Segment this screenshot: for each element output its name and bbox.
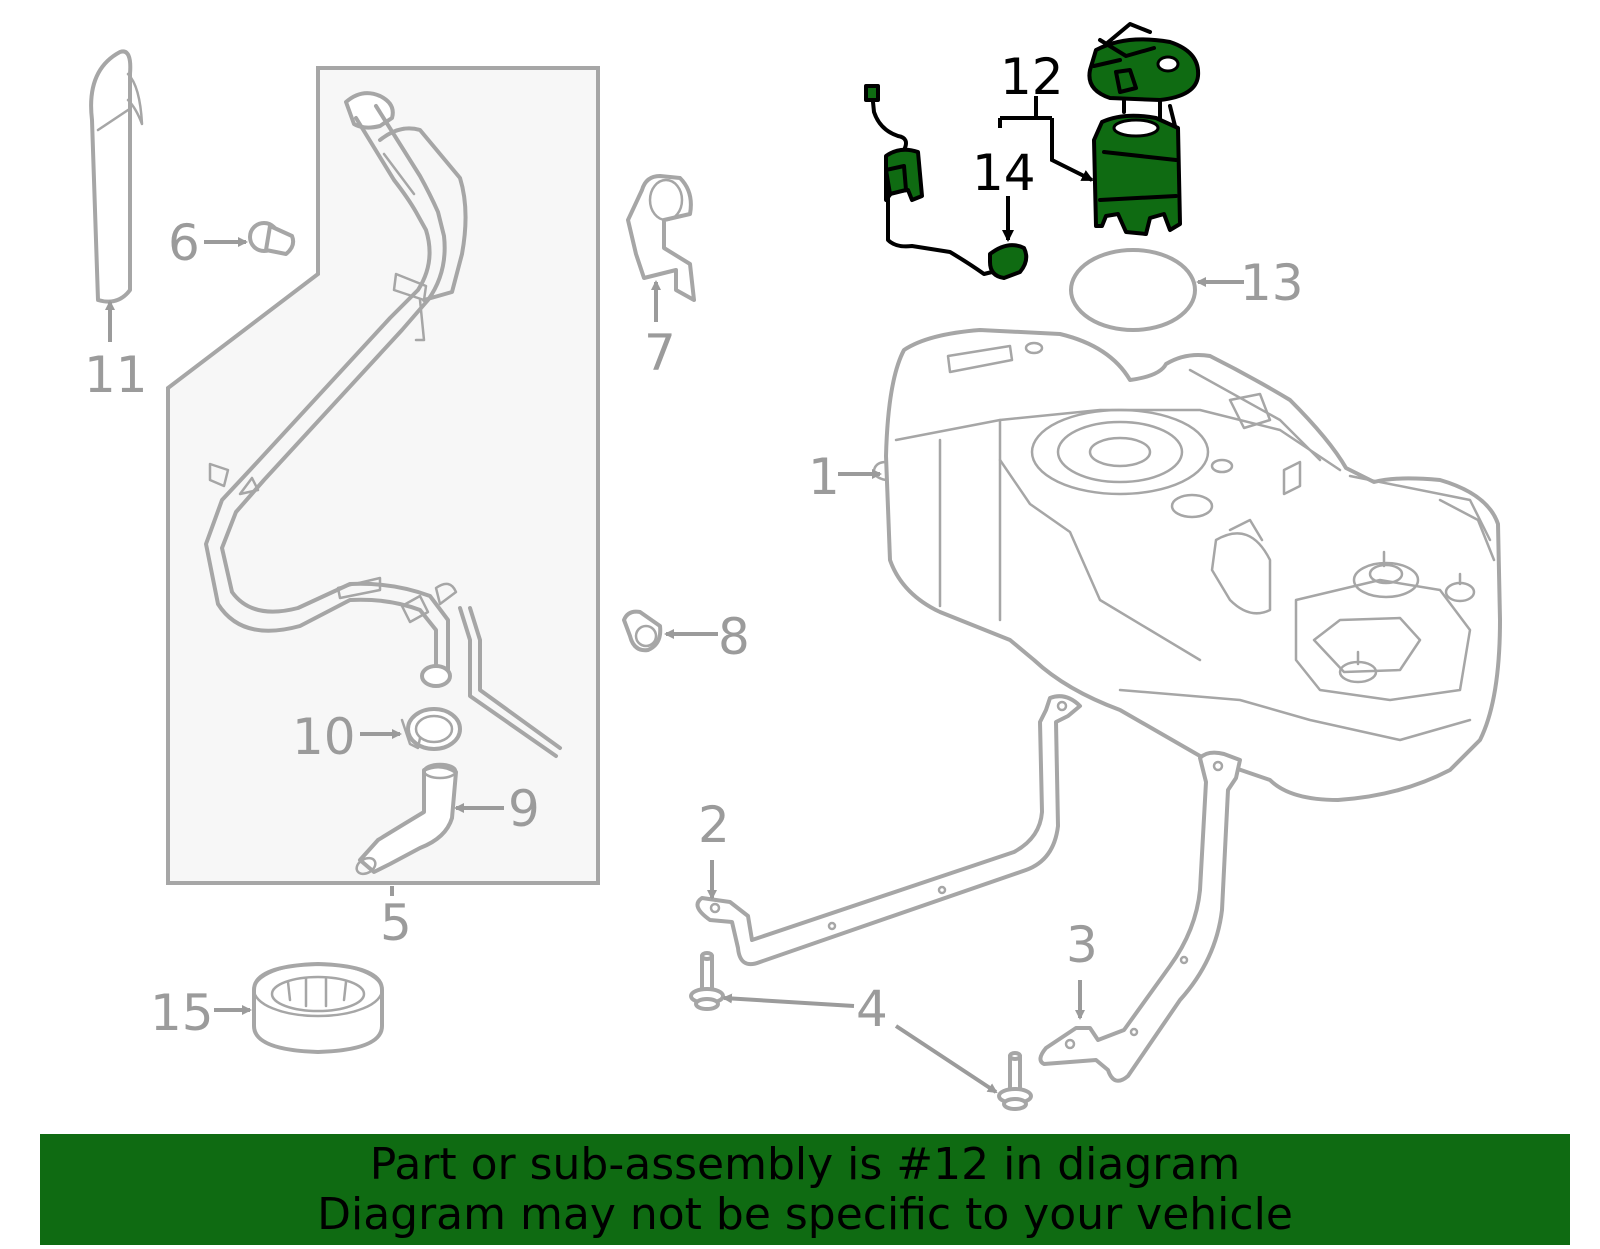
filler-pipe-group-box — [166, 66, 600, 885]
part-15-lock-ring[interactable] — [252, 962, 384, 1054]
part-5-filler-pipe[interactable] — [204, 91, 562, 758]
part-12-pump-module[interactable] — [1087, 22, 1201, 236]
callout-5: 5 — [380, 894, 412, 952]
callout-15: 15 — [150, 984, 214, 1042]
part-6-grommet[interactable] — [248, 221, 296, 256]
part-3-strap-rear[interactable] — [1038, 750, 1242, 1083]
callout-8: 8 — [718, 608, 750, 666]
part-2-strap-front[interactable] — [695, 694, 1082, 967]
callout-2: 2 — [698, 796, 730, 854]
part-7-bracket[interactable] — [626, 174, 696, 302]
leader-lines — [105, 96, 1244, 1094]
callout-14: 14 — [972, 144, 1036, 202]
info-banner: Part or sub-assembly is #12 in diagram D… — [40, 1134, 1570, 1245]
callout-10: 10 — [292, 708, 356, 766]
callout-labels: 1 2 3 4 5 6 7 8 9 10 11 12 13 14 15 — [84, 48, 1304, 1042]
callout-4: 4 — [856, 980, 888, 1038]
part-9-hose[interactable] — [354, 762, 458, 877]
callout-12: 12 — [1000, 48, 1064, 106]
callout-1: 1 — [808, 448, 840, 506]
part-4-bolt-b[interactable] — [997, 1051, 1033, 1111]
part-10-clamp[interactable] — [400, 707, 462, 751]
part-14-sender-unit[interactable] — [864, 84, 1029, 280]
callout-9: 9 — [508, 780, 540, 838]
callout-11: 11 — [84, 346, 148, 404]
part-11-filler-shield[interactable] — [89, 49, 144, 304]
callout-7: 7 — [644, 324, 676, 382]
part-1-fuel-tank[interactable] — [872, 328, 1502, 802]
part-8-clip[interactable] — [622, 609, 663, 653]
callout-6: 6 — [168, 214, 200, 272]
banner-line-1: Part or sub-assembly is #12 in diagram — [369, 1138, 1241, 1190]
part-4-bolt-a[interactable] — [689, 951, 725, 1011]
part-13-seal-ring[interactable] — [1069, 248, 1197, 332]
callout-3: 3 — [1066, 916, 1098, 974]
callout-13: 13 — [1240, 254, 1304, 312]
banner-line-2: Diagram may not be specific to your vehi… — [317, 1188, 1293, 1240]
